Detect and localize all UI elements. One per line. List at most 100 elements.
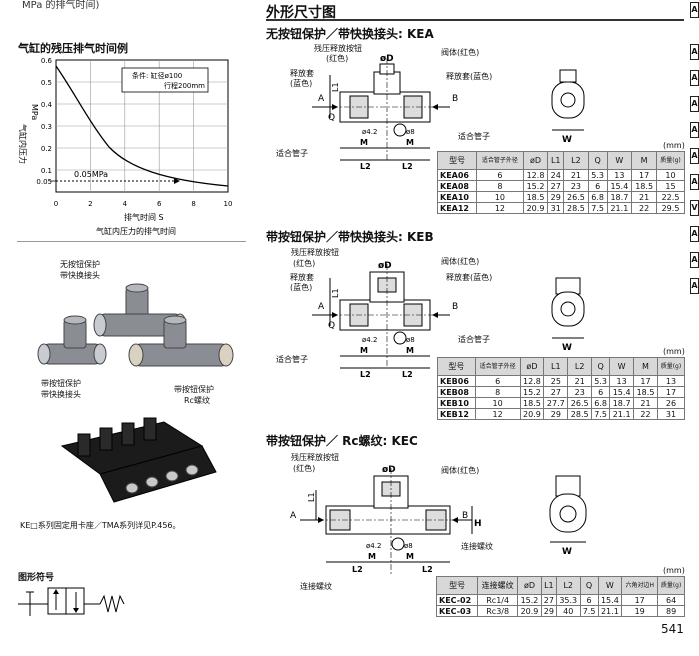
kec-label-button: 残压释放按钮	[291, 453, 339, 462]
table-cell: KEA12	[436, 202, 478, 214]
side-tab[interactable]: A	[690, 226, 699, 242]
keb-spec-table: 型号 适合管子外径 øD L1 L2 Q W M 质量(g) KEB06 6 1…	[437, 357, 686, 420]
table-cell: 12.8	[519, 375, 545, 387]
table-header: W	[597, 576, 623, 595]
table-cell: 6	[579, 594, 599, 606]
table-cell: 7.5	[579, 605, 599, 617]
side-tab[interactable]: A	[690, 44, 699, 60]
legend-line1: 条件: 缸径ø100	[132, 71, 182, 80]
dim-label: A	[318, 302, 325, 312]
table-cell: 29	[547, 191, 565, 203]
dim-label: B	[462, 511, 468, 521]
table-cell: 23	[563, 180, 589, 192]
y-tick: 0.4	[41, 101, 53, 109]
table-cell: 21	[563, 169, 589, 181]
dim-label: M	[368, 552, 376, 561]
table-cell: 29.5	[656, 202, 685, 214]
page-number: 541	[661, 622, 684, 636]
table-cell: KEC-03	[435, 605, 479, 617]
y-tick: 0.3	[41, 123, 52, 131]
keb-unit: (mm)	[663, 347, 685, 356]
table-cell: 15.2	[517, 594, 542, 606]
table-cell: 27	[540, 594, 557, 606]
y-tick: 0.2	[41, 145, 52, 153]
dim-label: L1	[331, 288, 340, 298]
kea-label-button-color: (红色)	[326, 54, 349, 63]
table-cell: 17	[633, 375, 658, 387]
table-cell: 15.2	[519, 386, 545, 398]
table-cell: 40	[555, 605, 581, 617]
keb-title: 带按钮保护／带快换接头: KEB	[266, 230, 434, 244]
table-cell: 19	[621, 605, 659, 617]
symbol-title: 图形符号	[18, 573, 55, 583]
side-tab[interactable]: A	[690, 70, 699, 86]
table-header: L1	[543, 357, 569, 376]
dim-label: L2	[352, 565, 363, 574]
photo-label-keb-2: 带快换接头	[41, 390, 81, 399]
dim-label: øD	[378, 261, 392, 271]
side-tab[interactable]: A	[690, 122, 699, 138]
kea-side-view: W	[551, 69, 585, 144]
table-cell: 29	[543, 408, 569, 420]
table-header: 连接螺纹	[477, 576, 519, 595]
table-cell: 20.9	[522, 202, 549, 214]
table-header: 型号	[435, 576, 479, 595]
table-cell: 8	[474, 386, 521, 398]
table-cell: 17	[656, 386, 686, 398]
table-cell: 27	[547, 180, 565, 192]
table-cell: 18.5	[633, 386, 658, 398]
table-cell: 28.5	[567, 408, 593, 420]
dim-label: L1	[307, 492, 316, 502]
side-tab[interactable]: A	[690, 2, 699, 18]
table-cell: 12	[474, 408, 521, 420]
table-header: W	[606, 151, 633, 170]
keb-label-button: 残压释放按钮	[291, 248, 339, 257]
table-header: M	[631, 151, 657, 170]
side-tab[interactable]: A	[690, 278, 699, 294]
dim-label: ø4.2	[362, 336, 377, 344]
table-row: KEC-02 Rc1/4 15.2 27 35.3 6 15.4 17 64	[435, 594, 685, 606]
table-cell: 22.5	[656, 191, 685, 203]
table-cell: 26.5	[567, 397, 593, 409]
side-tab[interactable]: A	[690, 148, 699, 164]
dim-label: M	[406, 552, 414, 561]
dim-label: H	[474, 519, 482, 529]
kec-unit: (mm)	[663, 566, 685, 575]
table-header: 适合管子外径	[476, 151, 524, 170]
table-cell: 12	[476, 202, 524, 214]
table-cell: KEA06	[436, 169, 478, 181]
keb-label-body: 阀体(红色)	[441, 257, 480, 266]
table-header: 质量(g)	[656, 151, 685, 170]
table-cell: 17	[621, 594, 659, 606]
table-cell: 17	[631, 169, 657, 181]
side-tab[interactable]: A	[690, 96, 699, 112]
dim-label: L2	[422, 565, 433, 574]
table-header: L2	[563, 151, 589, 170]
side-tab[interactable]: A	[690, 252, 699, 268]
dim-label: L2	[360, 162, 371, 171]
table-header: L1	[540, 576, 557, 595]
side-tab[interactable]: V	[690, 200, 699, 216]
table-cell: 7.5	[587, 202, 608, 214]
table-cell: 23	[567, 386, 593, 398]
table-cell: 13	[656, 375, 686, 387]
table-cell: KEA08	[436, 180, 478, 192]
table-cell: 29	[540, 605, 557, 617]
table-row: KEA10 10 18.5 29 26.5 6.8 18.7 21 22.5	[436, 191, 685, 203]
x-tick: 0	[54, 200, 58, 208]
table-cell: 10	[656, 169, 685, 181]
table-row: KEA08 8 15.2 27 23 6 15.4 18.5 15	[436, 180, 685, 192]
table-cell: 20.9	[519, 408, 545, 420]
side-tab[interactable]: A	[690, 174, 699, 190]
kec-spec-table: 型号 连接螺纹 øD L1 L2 Q W 六角对边H 质量(g) KEC-02 …	[435, 576, 685, 617]
dim-label: ø8	[406, 336, 415, 344]
table-cell: KEC-02	[435, 594, 479, 606]
table-cell: 6	[591, 386, 611, 398]
dim-label: A	[318, 94, 325, 104]
section-rule	[266, 19, 684, 21]
table-cell: 15.4	[597, 594, 623, 606]
table-cell: 15.2	[522, 180, 549, 192]
dim-label: ø4.2	[362, 128, 377, 136]
kea-label-body: 阀体(红色)	[441, 48, 480, 57]
table-cell: 6.8	[587, 191, 608, 203]
